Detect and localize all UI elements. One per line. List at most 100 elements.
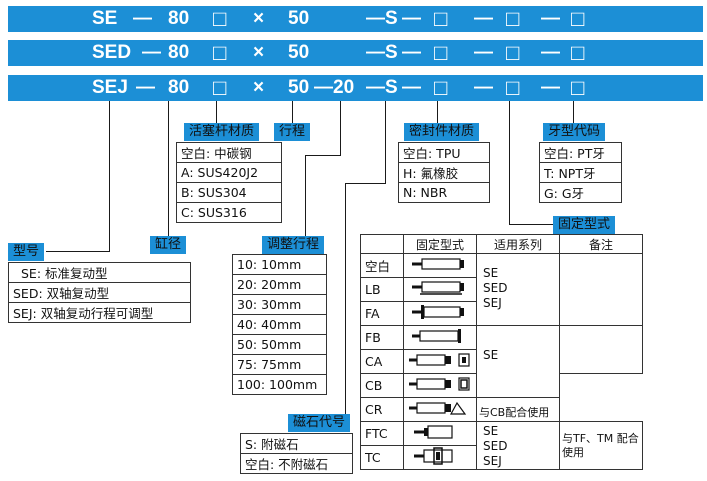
rod-material-option: B: SUS304 (176, 182, 282, 203)
connector-seal-v (437, 101, 438, 124)
connector-stroke-v (292, 101, 293, 124)
thread-option: T: NPT牙 (539, 162, 622, 183)
series-text: SEJ (483, 454, 502, 468)
connector-adjust-h (305, 155, 341, 156)
code-bar-se: SE — 80 □ × 50 —S — □ — □ — □ (8, 6, 703, 32)
connector-adjust-v (340, 101, 341, 155)
cylinder-clevis-double-icon (409, 377, 470, 391)
code-box-rod: □ (213, 40, 227, 65)
code-box-thread: □ (571, 75, 585, 100)
series-text: SED (483, 439, 508, 453)
cylinder-clevis-single-icon (409, 353, 470, 367)
cylinder-trunnion-center-icon (414, 447, 453, 465)
cylinder-basic-icon (412, 258, 464, 270)
cylinder-foot-icon (412, 281, 464, 295)
mount-table-header: 备注 (559, 234, 643, 254)
code-box-mount: □ (506, 6, 520, 31)
series-cell: SE SED SEJ (476, 253, 560, 326)
label-adjust-stroke: 调整行程 (262, 236, 325, 254)
label-thread-code: 牙型代码 (543, 123, 606, 141)
label-model: 型号 (8, 243, 45, 261)
mount-code: FB (360, 325, 404, 350)
magnet-options-table: S: 附磁石 空白: 不附磁石 (240, 433, 353, 474)
connector-magnet-v2 (345, 245, 346, 415)
label-bore: 缸径 (150, 236, 187, 254)
connector-mount-h (509, 224, 553, 225)
code-times: × (253, 42, 265, 63)
mount-code: TC (360, 445, 404, 470)
label-stroke: 行程 (274, 123, 311, 141)
series-text: SE (483, 348, 499, 362)
code-s: —S (366, 8, 398, 29)
connector-adjust-v2 (305, 155, 306, 237)
code-prefix: SEJ (92, 77, 128, 98)
mount-drawing (403, 397, 477, 422)
connector-bore-v (168, 101, 169, 239)
note-cell: 与TF、TM 配合使用 (559, 421, 643, 470)
adjust-stroke-option: 75: 75mm (232, 354, 327, 375)
series-cell: SE (476, 325, 560, 398)
seal-option: N: NBR (398, 182, 490, 203)
seal-option: H: 氟橡胶 (398, 162, 490, 183)
connector-model-v (109, 101, 110, 251)
code-dash: — (402, 42, 421, 63)
connector-model-h (46, 251, 110, 252)
code-times: × (253, 8, 265, 29)
mount-code: FA (360, 301, 404, 326)
mount-table-header-blank (360, 234, 404, 254)
code-box-rod: □ (213, 75, 227, 100)
code-s: —S (366, 42, 398, 63)
code-stroke: 50 (288, 42, 310, 63)
code-dash: — (133, 8, 152, 29)
connector-magnet-d (345, 183, 346, 245)
adjust-stroke-option: 10: 10mm (232, 254, 327, 275)
code-bore: 80 (168, 8, 190, 29)
code-bar-sej: SEJ — 80 □ × 50 —20 —S — □ — □ — □ (8, 75, 703, 101)
label-magnet-code: 磁石代号 (288, 414, 351, 432)
model-option: SED: 双轴复动型 (8, 282, 191, 303)
code-box-rod: □ (213, 6, 227, 31)
code-s: —S (366, 77, 398, 98)
code-bore: 80 (168, 77, 190, 98)
code-box-mount: □ (506, 40, 520, 65)
mount-code: LB (360, 277, 404, 302)
rod-material-option: C: SUS316 (176, 202, 282, 223)
label-rod-material: 活塞杆材质 (184, 123, 260, 141)
mount-drawing (403, 277, 477, 302)
adjust-stroke-option: 40: 40mm (232, 314, 327, 335)
code-box-seal: □ (434, 75, 448, 100)
mount-drawing (403, 373, 477, 398)
code-dash: — (402, 8, 421, 29)
mount-table-header: 适用系列 (476, 234, 560, 254)
code-box-seal: □ (434, 6, 448, 31)
cylinder-flange-rear-icon (412, 329, 461, 343)
note-cell (559, 325, 643, 374)
cylinder-flange-front-icon (412, 305, 464, 319)
code-prefix: SED (92, 42, 132, 63)
cylinder-trunnion-front-icon (414, 425, 453, 439)
mount-code: CA (360, 349, 404, 374)
rod-material-options-table: 空白: 中碳钢 A: SUS420J2 B: SUS304 C: SUS316 (176, 142, 282, 223)
code-dash: — (474, 42, 493, 63)
connector-magnet-v (385, 101, 386, 183)
code-box-seal: □ (434, 40, 448, 65)
adjust-stroke-options-table: 10: 10mm 20: 20mm 30: 30mm 40: 40mm 50: … (232, 254, 327, 395)
code-dash: — (142, 42, 161, 63)
series-text: SE (483, 266, 499, 280)
code-bore: 80 (168, 42, 190, 63)
connector-magnet-h (345, 183, 386, 184)
label-mount-type: 固定型式 (553, 216, 616, 234)
code-adjust: —20 (314, 77, 355, 98)
label-seal-material: 密封件材质 (404, 123, 480, 141)
series-text: SEJ (483, 296, 502, 310)
note-cell (559, 253, 643, 326)
adjust-stroke-option: 100: 100mm (232, 374, 327, 395)
magnet-option: S: 附磁石 (240, 433, 353, 454)
rod-material-option: 空白: 中碳钢 (176, 142, 282, 163)
adjust-stroke-option: 50: 50mm (232, 334, 327, 355)
rod-material-option: A: SUS420J2 (176, 162, 282, 183)
model-option: SE: 标准复动型 (8, 262, 191, 283)
magnet-option: 空白: 不附磁石 (240, 453, 353, 474)
mount-drawing (403, 301, 477, 326)
code-dash: — (541, 8, 560, 29)
